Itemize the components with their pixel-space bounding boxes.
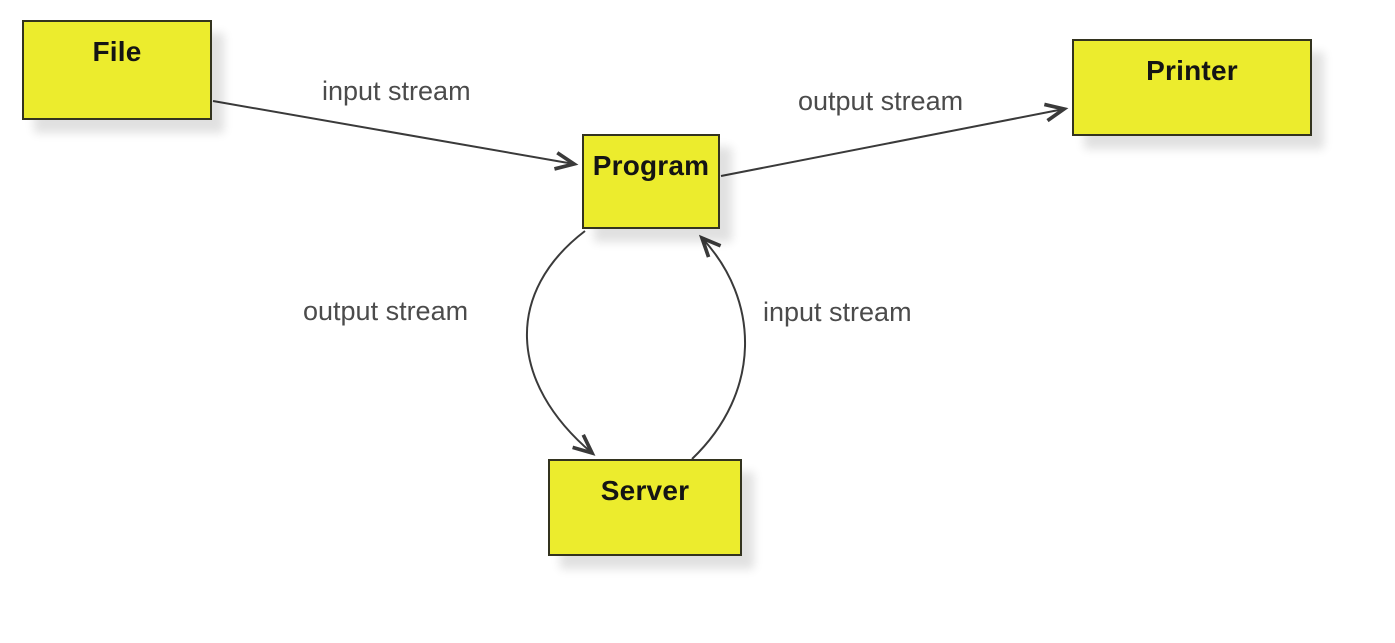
- node-printer-label: Printer: [1146, 55, 1238, 86]
- edge-file-to-program: [212, 100, 574, 164]
- edge-label-input-stream-server-program: input stream: [763, 297, 912, 327]
- node-server: Server: [548, 459, 742, 556]
- node-server-label: Server: [600, 475, 690, 506]
- edge-label-output-stream-program-server: output stream: [303, 296, 469, 326]
- edge-label-output-stream-program-printer: output stream: [798, 86, 964, 116]
- node-file-label: File: [92, 36, 142, 67]
- edge-label-input-stream-file-program: input stream: [322, 76, 471, 106]
- edge-server-to-program: [691, 238, 747, 460]
- node-program-label: Program: [592, 150, 710, 181]
- node-program: Program: [582, 134, 720, 229]
- node-file: File: [22, 20, 212, 120]
- edge-program-to-printer: [720, 109, 1064, 177]
- edge-program-to-server: [526, 230, 592, 453]
- node-printer: Printer: [1072, 39, 1312, 136]
